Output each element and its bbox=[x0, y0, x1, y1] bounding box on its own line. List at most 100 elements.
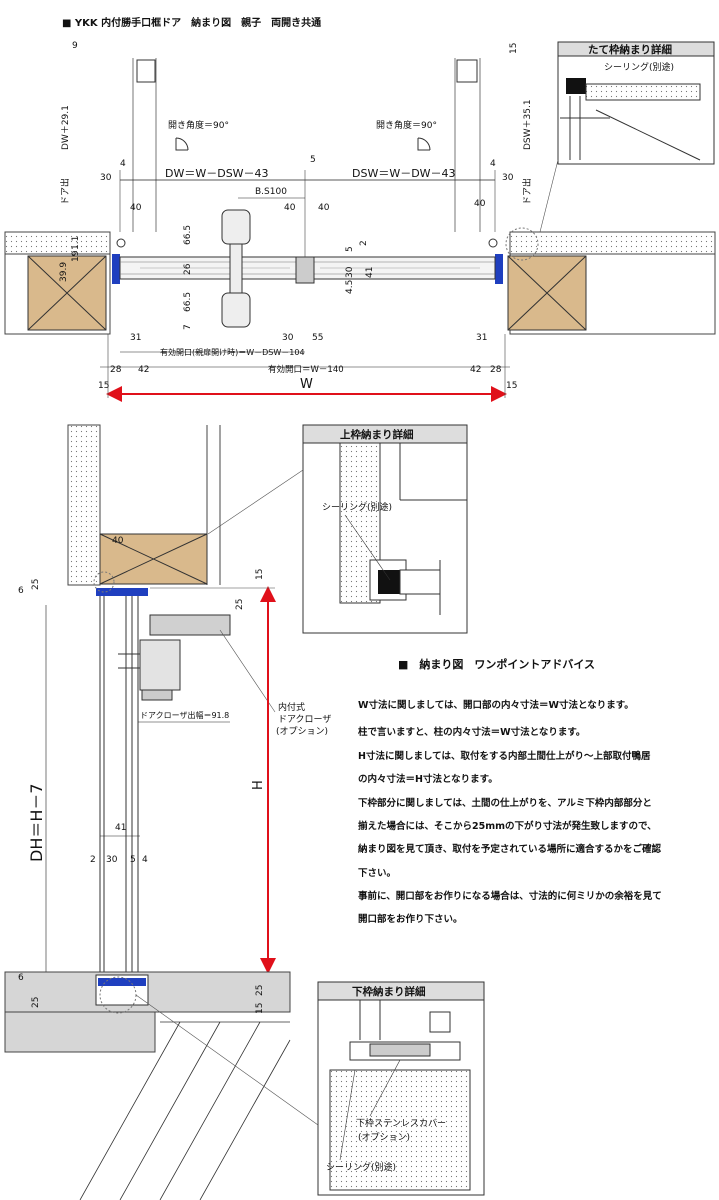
top-frame-profile bbox=[96, 588, 148, 596]
effective-opening: 有効開口＝W－140 bbox=[268, 364, 344, 375]
dim-30a: 30 bbox=[100, 173, 112, 183]
dim-31a: 31 bbox=[130, 333, 141, 343]
dim-4a: 4 bbox=[120, 159, 126, 169]
open-angle-left: 開き角度＝90° bbox=[168, 119, 229, 131]
side-frame-detail: たて枠納まり詳細 シーリング(別途) bbox=[539, 41, 715, 233]
section-dim-15b: 15 bbox=[255, 1003, 265, 1014]
dw-label: DW＝W－DSW－43 bbox=[165, 167, 269, 180]
dim-40b: 40 bbox=[284, 203, 296, 213]
handle-knob-top bbox=[221, 209, 251, 245]
door-closer-arm bbox=[149, 614, 231, 636]
dim-40d: 40 bbox=[474, 199, 486, 209]
dim-28b: 28 bbox=[490, 365, 502, 375]
section-dim-4: 4 bbox=[142, 855, 148, 865]
advice-line-10: 開口部をお作り下さい。 bbox=[358, 913, 463, 925]
dim-1-1: 1.1 bbox=[71, 236, 81, 250]
door-out-right: ドア出 bbox=[521, 178, 533, 205]
section-dim-25d: 25 bbox=[255, 985, 265, 996]
plan-view: 開き角度＝90° 開き角度＝90° DW＝W－DSW－43 DSW＝W－DW－4… bbox=[4, 41, 716, 402]
dim-40c: 40 bbox=[318, 203, 330, 213]
closer-label-1: 内付式 bbox=[278, 701, 305, 713]
dim-31b: 31 bbox=[476, 333, 487, 343]
section-dim-15: 15 bbox=[255, 569, 265, 580]
bottom-sealing: シーリング(別途) bbox=[326, 1161, 396, 1173]
dim-19: 19 bbox=[71, 250, 81, 262]
bs-label: B.S100 bbox=[255, 187, 287, 197]
dim-4b: 4 bbox=[490, 159, 496, 169]
dim-15b: 15 bbox=[98, 381, 109, 391]
dim-15a: 15 bbox=[509, 43, 519, 54]
advice-section: ■ 納まり図 ワンポイントアドバイス W寸法に関しましては、開口部の内々寸法＝W… bbox=[358, 657, 662, 925]
side-frame-title: たて枠納まり詳細 bbox=[588, 43, 672, 56]
top-frame-title: 上枠納まり詳細 bbox=[340, 428, 414, 441]
advice-line-7: 納まり図を見て頂き、取付を予定されている場所に適合するかをご確認 bbox=[358, 843, 662, 855]
left-wall-top bbox=[4, 231, 111, 255]
handle-spindle bbox=[229, 243, 243, 295]
closer-label-3: (オプション) bbox=[276, 726, 328, 737]
dim-42a: 42 bbox=[138, 365, 149, 375]
top-frame-detail: 上枠納まり詳細 シーリング(別途) bbox=[207, 424, 468, 634]
effective-opening-parent: 有効開口(親扉開け時)＝W－DSW－104 bbox=[160, 347, 305, 357]
bottom-frame-detail: 下枠納まり詳細 下枠ステンレスカバー (オプション) シーリング(別途) bbox=[135, 981, 485, 1196]
dw-plus-label: DW＋29.1 bbox=[60, 105, 71, 150]
dim-30c: 30 bbox=[345, 266, 355, 278]
left-frame bbox=[112, 254, 120, 284]
latch-block bbox=[295, 256, 315, 284]
section-dim-41: 41 bbox=[115, 823, 126, 833]
dim-28a: 28 bbox=[110, 365, 122, 375]
section-dim-40: 40 bbox=[112, 536, 124, 546]
open-angle-right: 開き角度＝90° bbox=[376, 119, 437, 131]
dim-9: 9 bbox=[72, 41, 78, 51]
section-dim-5: 5 bbox=[130, 855, 136, 865]
section-dim-2: 2 bbox=[90, 855, 96, 865]
bottom-frame-title: 下枠納まり詳細 bbox=[352, 985, 426, 998]
advice-line-4: の内々寸法＝H寸法となります。 bbox=[358, 773, 498, 785]
dim-7: 7 bbox=[183, 324, 193, 330]
bottom-cover-1: 下枠ステンレスカバー bbox=[356, 1117, 446, 1129]
dim-15c: 15 bbox=[506, 381, 517, 391]
door-closer-body bbox=[139, 639, 181, 691]
advice-line-9: 事前に、開口部をお作りになる場合は、寸法的に何ミリかの余裕を見て bbox=[358, 890, 662, 902]
closer-width: ドアクローザ出幅＝91.8 bbox=[140, 710, 229, 720]
page-title: ■ YKK 内付勝手口框ドア 納まり図 親子 両開き共通 bbox=[62, 16, 321, 29]
advice-title: ■ 納まり図 ワンポイントアドバイス bbox=[398, 657, 595, 671]
dim-5b: 5 bbox=[345, 246, 355, 252]
dim-30b: 30 bbox=[502, 173, 514, 183]
dim-40a: 40 bbox=[130, 203, 142, 213]
section-dim-6a: 6 bbox=[18, 586, 24, 596]
right-frame bbox=[495, 254, 503, 284]
door-out-left: ドア出 bbox=[59, 178, 71, 205]
section-dim-30: 30 bbox=[106, 855, 118, 865]
advice-line-5: 下枠部分に関しましては、土間の仕上がりを、アルミ下枠内部部分と bbox=[358, 797, 652, 809]
top-frame-sealing: シーリング(別途) bbox=[322, 501, 392, 513]
handle-knob-bottom bbox=[221, 292, 251, 328]
advice-line-8: 下さい。 bbox=[358, 868, 396, 879]
advice-line-2: 柱で言いますと、柱の内々寸法＝W寸法となります。 bbox=[358, 726, 585, 738]
dim-55: 55 bbox=[312, 333, 323, 343]
section-view: 40 内付式 ドアクローザ (オプション) ドアクローザ出幅＝91.8 H DH… bbox=[4, 424, 331, 1200]
dim-66-5a: 66.5 bbox=[183, 225, 193, 245]
section-dim-25a: 25 bbox=[31, 579, 41, 590]
dim-66-5b: 66.5 bbox=[183, 292, 193, 312]
dim-41: 41 bbox=[365, 267, 375, 278]
dim-5a: 5 bbox=[310, 155, 316, 165]
w-label: W bbox=[300, 377, 313, 392]
advice-line-6: 揃えた場合には、そこから25mmの下がり寸法が発生致しますので、 bbox=[358, 820, 657, 832]
right-wall-top bbox=[509, 231, 716, 255]
section-dim-25b: 25 bbox=[235, 599, 245, 610]
dim-2: 2 bbox=[359, 240, 369, 246]
dim-39-9: 39.9 bbox=[59, 262, 69, 282]
section-dim-25c: 25 bbox=[31, 997, 41, 1008]
dim-26: 26 bbox=[183, 263, 193, 275]
closer-label-2: ドアクローザ bbox=[278, 714, 331, 725]
advice-line-1: W寸法に関しましては、開口部の内々寸法＝W寸法となります。 bbox=[358, 699, 634, 711]
side-frame-sealing: シーリング(別途) bbox=[604, 61, 674, 73]
bottom-cover-2: (オプション) bbox=[358, 1132, 410, 1143]
dim-42b: 42 bbox=[470, 365, 481, 375]
dsw-label: DSW＝W－DW－43 bbox=[352, 167, 456, 180]
dsw-plus-label: DSW＋35.1 bbox=[522, 99, 533, 150]
dh-label: DH＝H－7 bbox=[27, 783, 46, 862]
bottom-frame-profile bbox=[98, 978, 146, 986]
dim-4-5: 4.5 bbox=[345, 280, 355, 294]
